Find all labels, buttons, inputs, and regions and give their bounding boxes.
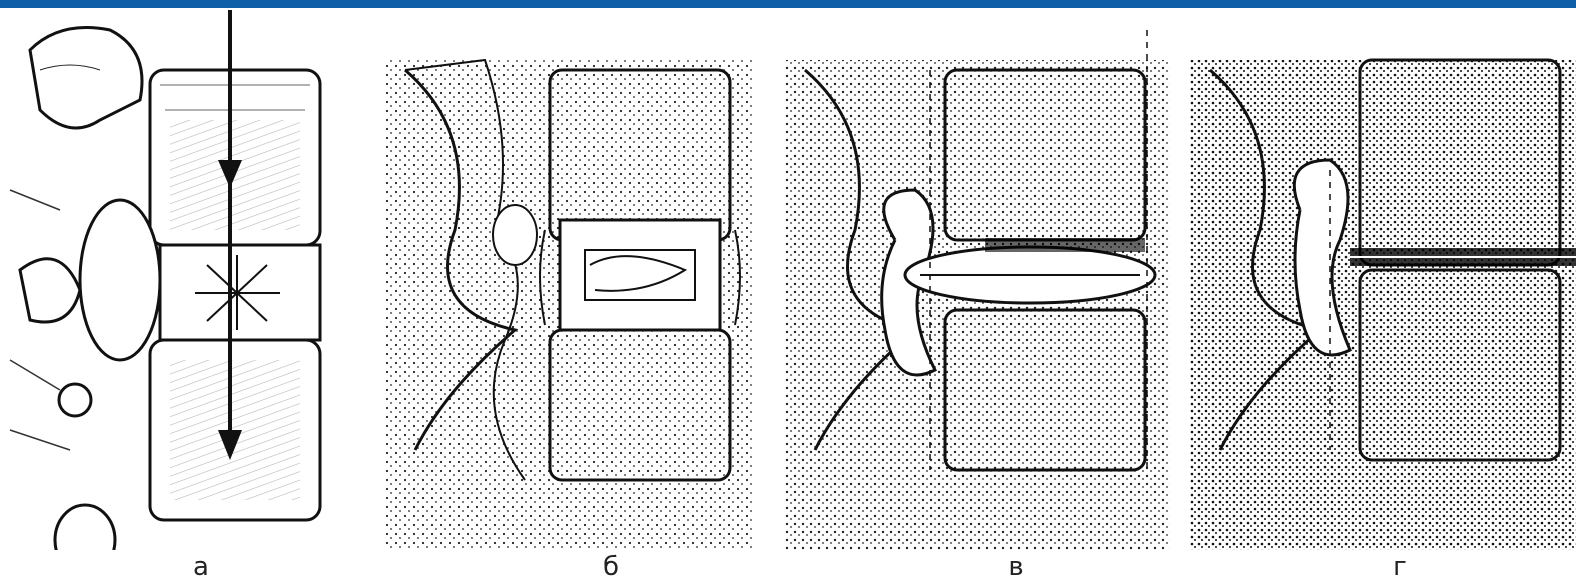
disc-stage-3-icon [1190,10,1576,550]
panel-label-b: б [591,552,631,582]
panel-label-a: а [181,552,221,582]
panel-label-v: в [996,552,1036,582]
disc-stage-1-icon [385,10,755,550]
vertebra-compression-icon [0,10,360,550]
header-bar [0,0,1576,8]
figure-row: а б в г [0,10,1576,581]
disc-stage-2-icon [785,10,1170,550]
panel-label-g: г [1380,552,1420,582]
